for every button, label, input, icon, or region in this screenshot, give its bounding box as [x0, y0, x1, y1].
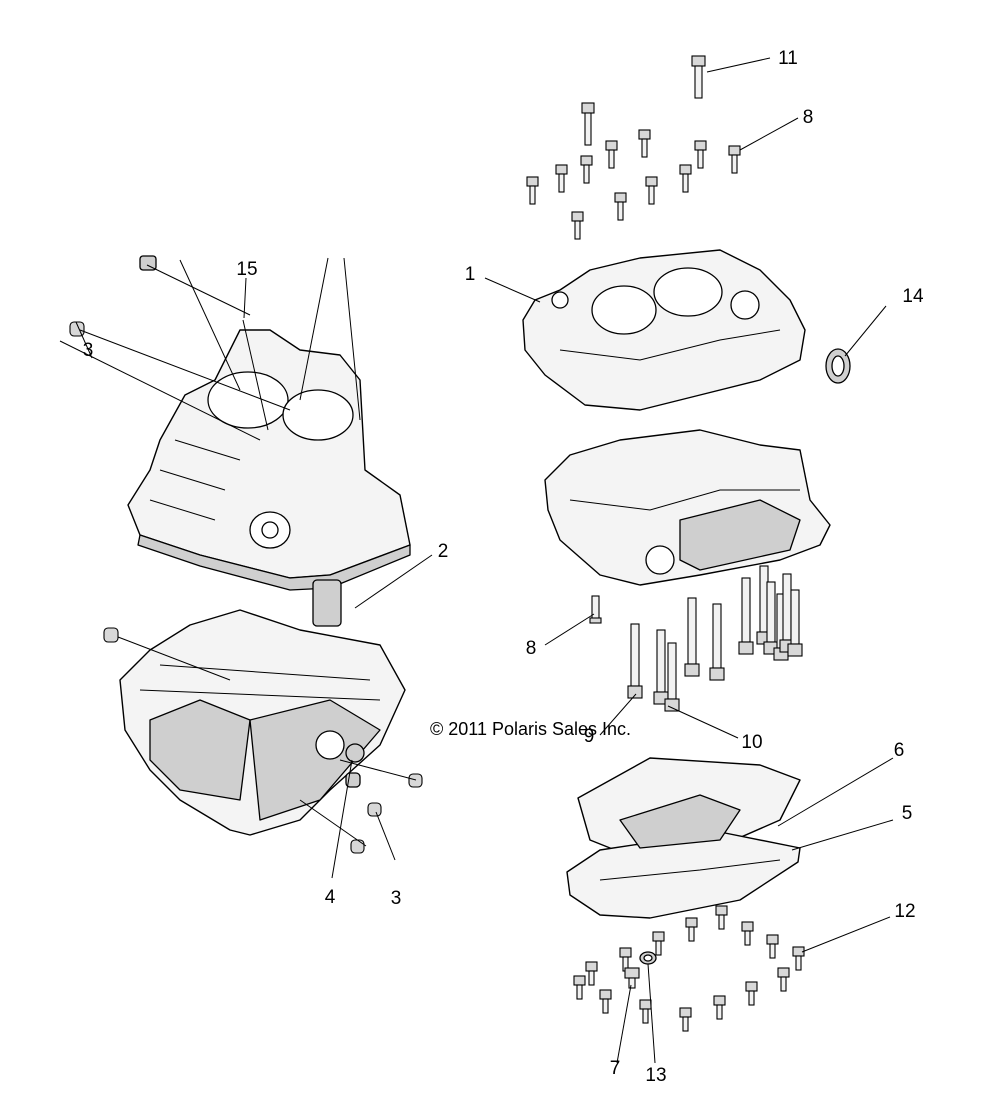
long-bolt	[709, 603, 725, 681]
pan-bolt	[585, 961, 598, 986]
pan-bolt	[685, 917, 698, 942]
callout-13: 13	[645, 1065, 666, 1086]
left-upper-crankcase	[127, 329, 411, 591]
bolt	[580, 155, 593, 184]
right-lower-crankcase	[544, 429, 831, 586]
callout-11: 11	[778, 48, 798, 69]
drain-plug	[624, 967, 640, 989]
dowel	[589, 595, 602, 624]
bolt	[581, 102, 595, 146]
bolt	[694, 140, 707, 169]
pan-bolt	[679, 1007, 692, 1032]
bolt	[645, 176, 658, 205]
drain-washer	[639, 951, 657, 965]
bolt	[605, 140, 618, 169]
long-bolt	[664, 642, 680, 712]
pan-bolt	[766, 934, 779, 959]
left-small-parts	[59, 255, 423, 854]
leader-lines	[75, 57, 894, 1064]
bolt	[679, 164, 692, 193]
bolt	[691, 55, 706, 99]
bolt	[555, 164, 568, 193]
seal-part-14	[825, 348, 851, 384]
copyright-text: © 2011 Polaris Sales Inc.	[430, 719, 631, 739]
pan-bolt	[639, 999, 652, 1024]
pan-bolt	[573, 975, 586, 1000]
bolt	[614, 192, 627, 221]
bolt-set	[526, 55, 805, 1032]
callout-6: 6	[894, 740, 905, 761]
callout-14: 14	[902, 286, 924, 307]
long-bolt	[653, 629, 669, 705]
callout-1: 1	[465, 264, 476, 285]
callout-15: 15	[236, 259, 257, 280]
pan-bolt	[713, 995, 726, 1020]
pan-bolt	[652, 931, 665, 956]
callout-9: 9	[584, 726, 595, 747]
long-bolt	[684, 597, 700, 677]
right-upper-crankcase	[522, 249, 806, 411]
left-lower-crankcase	[119, 609, 406, 836]
pan-bolt	[715, 905, 728, 930]
callout-8-bottom: 8	[526, 638, 537, 659]
oil-pan-assembly	[566, 757, 801, 919]
pan-bolt	[741, 921, 754, 946]
callout-4: 4	[325, 887, 336, 908]
callout-7: 7	[610, 1058, 621, 1079]
callout-3-left: 3	[83, 340, 94, 361]
long-bolt	[738, 577, 754, 655]
long-bolt	[787, 589, 803, 657]
pan-bolt	[777, 967, 790, 992]
callout-5: 5	[902, 803, 913, 824]
callout-8-top: 8	[803, 107, 814, 128]
long-bolt	[627, 623, 643, 699]
callout-10: 10	[741, 732, 762, 753]
pan-bolt	[599, 989, 612, 1014]
bolt	[571, 211, 584, 240]
callouts: 15 3 2 1 14 11 8 8 9 10 6 5 12 7 13 4 3	[83, 48, 924, 1086]
bolt	[638, 129, 651, 158]
callout-2: 2	[438, 541, 449, 562]
bolt	[526, 176, 539, 205]
pan-bolt	[745, 981, 758, 1006]
bolt	[728, 145, 741, 174]
callout-12: 12	[894, 901, 915, 922]
pan-bolt	[792, 946, 805, 971]
callout-3-bottom: 3	[391, 888, 402, 909]
